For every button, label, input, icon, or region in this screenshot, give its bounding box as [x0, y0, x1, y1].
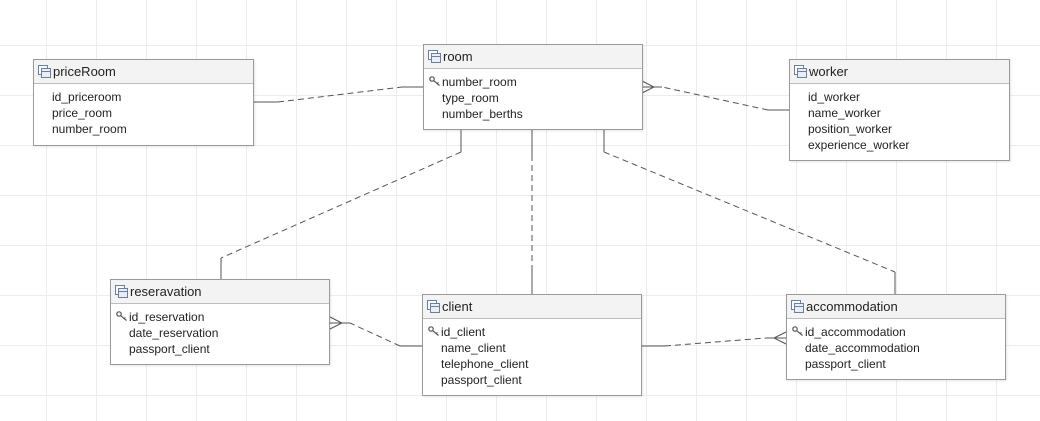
attribute-row[interactable]: number_room	[52, 121, 253, 137]
key-icon	[116, 311, 127, 321]
attribute-name: id_worker	[808, 90, 861, 104]
entity-priceroom-title: priceRoom	[53, 64, 116, 79]
attribute-row[interactable]: id_client	[428, 324, 641, 340]
entity-accommodation[interactable]: accommodation id_accommodation date_acco…	[786, 294, 1006, 380]
attribute-name: passport_client	[441, 373, 522, 387]
attribute-row[interactable]: id_accommodation	[792, 324, 1005, 340]
entity-room[interactable]: room number_room type_room number_berths	[423, 44, 643, 130]
attribute-row[interactable]: date_reservation	[129, 325, 329, 341]
attribute-name: position_worker	[808, 122, 893, 136]
relationship-client-accommodation[interactable]	[642, 331, 787, 347]
relationship-worker-room[interactable]	[641, 80, 790, 111]
key-icon	[428, 326, 439, 336]
entity-room-title: room	[443, 49, 473, 64]
table-icon	[794, 65, 807, 78]
attribute-row[interactable]: telephone_client	[441, 356, 641, 372]
attribute-row[interactable]: number_berths	[442, 106, 642, 122]
entity-client[interactable]: client id_client name_client telephone_c…	[422, 294, 642, 396]
attribute-row[interactable]: type_room	[442, 90, 642, 106]
attribute-name: id_client	[441, 325, 486, 339]
table-icon	[428, 50, 441, 63]
attribute-row[interactable]: id_worker	[808, 89, 1009, 105]
attribute-row[interactable]: passport_client	[441, 372, 641, 388]
relationship-client-reservation[interactable]	[329, 316, 422, 347]
entity-reservation-header[interactable]: reseravation	[111, 280, 329, 304]
entity-priceroom[interactable]: priceRoom id_priceroom price_room number…	[33, 59, 254, 146]
entity-client-header[interactable]: client	[423, 295, 641, 319]
entity-room-header[interactable]: room	[424, 45, 642, 69]
entity-worker-title: worker	[809, 64, 849, 79]
entity-worker[interactable]: worker id_worker name_worker position_wo…	[789, 59, 1010, 161]
attribute-name: price_room	[52, 106, 113, 120]
relationship-room-reservation[interactable]	[220, 130, 462, 280]
crowfoot-room-worker	[641, 80, 656, 94]
attribute-name: number_berths	[442, 107, 523, 121]
attribute-name: passport_client	[129, 342, 210, 356]
attribute-row[interactable]: date_accommodation	[805, 340, 1005, 356]
attribute-name: id_reservation	[129, 310, 205, 324]
entity-reservation-title: reseravation	[130, 284, 202, 299]
table-icon	[115, 285, 128, 298]
table-icon	[427, 300, 440, 313]
entity-priceroom-header[interactable]: priceRoom	[34, 60, 253, 84]
key-icon	[429, 76, 440, 86]
attribute-name: number_room	[52, 122, 127, 136]
key-icon	[792, 326, 803, 336]
attribute-name: id_priceroom	[52, 90, 122, 104]
attribute-row[interactable]: id_priceroom	[52, 89, 253, 105]
entity-accommodation-title: accommodation	[806, 299, 898, 314]
attribute-name: date_reservation	[129, 326, 219, 340]
attribute-row[interactable]: passport_client	[805, 356, 1005, 372]
crowfoot-reservation-client	[329, 316, 344, 330]
attribute-name: date_accommodation	[805, 341, 920, 355]
attribute-row[interactable]: passport_client	[129, 341, 329, 357]
attribute-name: telephone_client	[441, 357, 529, 371]
entity-accommodation-header[interactable]: accommodation	[787, 295, 1005, 319]
entity-reservation[interactable]: reseravation id_reservation date_reserva…	[110, 279, 330, 365]
attribute-name: name_worker	[808, 106, 881, 120]
attribute-row[interactable]: number_room	[429, 74, 642, 90]
entity-client-title: client	[442, 299, 473, 314]
attribute-row[interactable]: name_client	[441, 340, 641, 356]
attribute-name: experience_worker	[808, 138, 910, 152]
table-icon	[791, 300, 804, 313]
relationship-priceroom-room[interactable]	[254, 86, 423, 103]
attribute-name: number_room	[442, 75, 517, 89]
attribute-row[interactable]: experience_worker	[808, 137, 1009, 153]
attribute-name: name_client	[441, 341, 506, 355]
table-icon	[38, 65, 51, 78]
attribute-name: passport_client	[805, 357, 886, 371]
attribute-row[interactable]: id_reservation	[116, 309, 329, 325]
attribute-row[interactable]: price_room	[52, 105, 253, 121]
attribute-name: type_room	[442, 91, 499, 105]
crowfoot-accommodation-client	[772, 331, 787, 345]
attribute-name: id_accommodation	[805, 325, 906, 339]
attribute-row[interactable]: position_worker	[808, 121, 1009, 137]
attribute-row[interactable]: name_worker	[808, 105, 1009, 121]
entity-worker-header[interactable]: worker	[790, 60, 1009, 84]
